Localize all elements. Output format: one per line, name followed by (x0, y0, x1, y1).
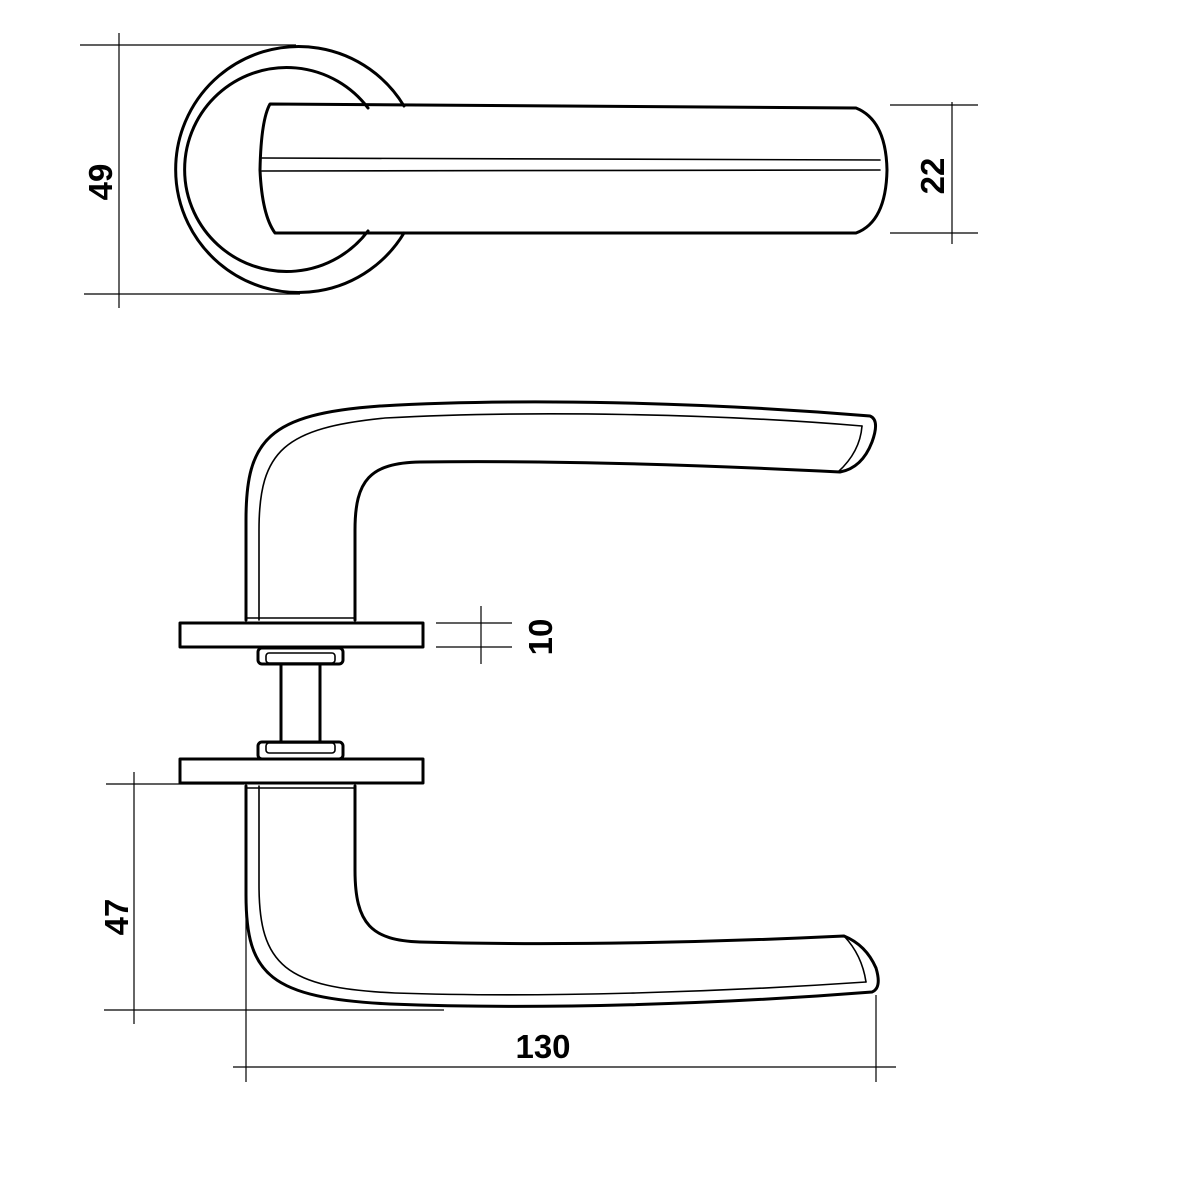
upper-lever (244, 400, 877, 622)
dimension-lever-length: 130 (233, 892, 896, 1082)
lower-lever (244, 784, 880, 1008)
lower-lever-tip-edge (843, 935, 867, 983)
upper-rose-plate (178, 621, 425, 649)
lower-lever-outline (244, 784, 880, 1008)
lower-rose-plate (178, 757, 425, 785)
dimension-lever-width: 22 (890, 102, 978, 244)
dimension-label-47: 47 (98, 899, 135, 936)
upper-lever-inner-edge (258, 413, 863, 621)
dimension-label-49: 49 (82, 164, 119, 201)
rose-inner-circle (183, 66, 370, 273)
lower-lever-inner-edge (258, 785, 867, 996)
dimension-lever-height: 47 (98, 772, 444, 1024)
side-view: 10 47 130 (98, 400, 896, 1082)
lower-collar-inner (265, 742, 336, 754)
upper-collar-inner (265, 652, 336, 664)
dimension-label-10: 10 (522, 619, 559, 656)
dimension-rose-diameter: 49 (80, 33, 300, 308)
lower-collar-outer (256, 740, 345, 761)
rose-outer-circle (174, 45, 406, 294)
top-view: 49 22 (80, 33, 978, 308)
lever-groove-upper (261, 157, 881, 161)
upper-collar-outer (256, 646, 345, 666)
dimension-rose-thickness: 10 (436, 606, 559, 664)
lever-groove-lower (261, 169, 881, 172)
dimension-label-22: 22 (914, 158, 951, 195)
upper-lever-outline (244, 400, 877, 622)
dimension-label-130: 130 (515, 1028, 570, 1065)
spindle (279, 663, 322, 744)
upper-lever-tip-edge (837, 425, 863, 473)
lever-top-outline (258, 102, 889, 235)
